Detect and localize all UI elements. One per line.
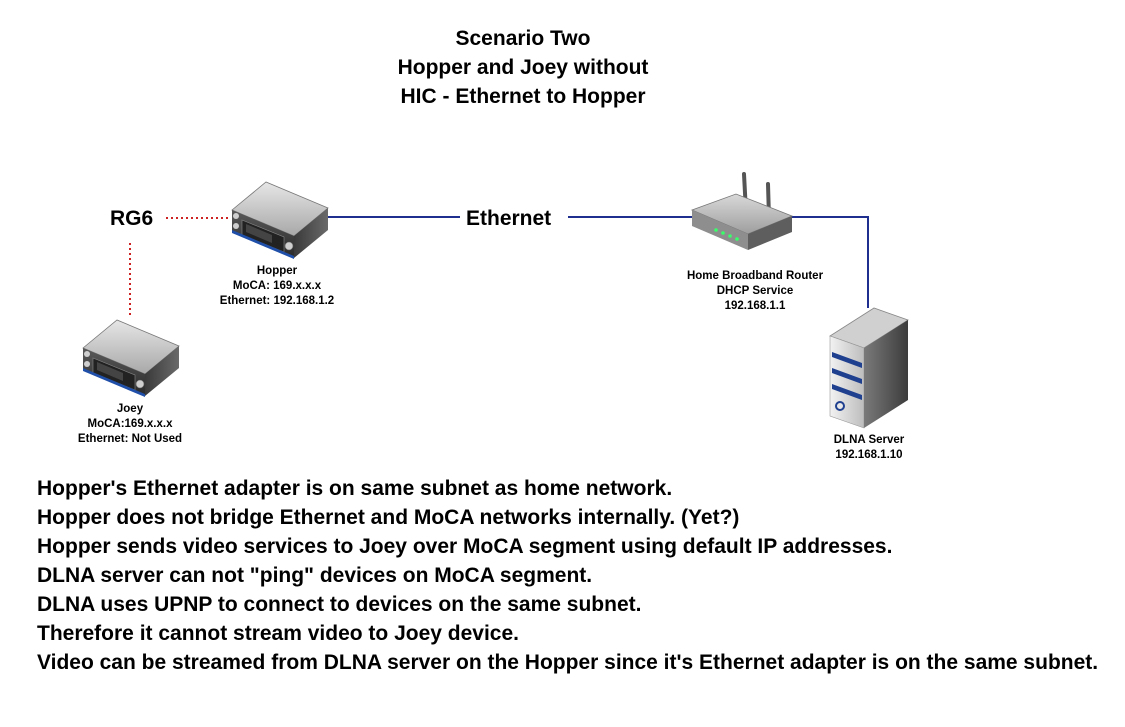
title-line-3: HIC - Ethernet to Hopper bbox=[400, 85, 646, 108]
note-line: DLNA server can not "ping" devices on Mo… bbox=[37, 564, 593, 587]
network-diagram bbox=[82, 172, 909, 429]
hopper-ethernet: Ethernet: 192.168.1.2 bbox=[219, 295, 335, 307]
joey-icon bbox=[82, 319, 180, 397]
router-server-cable bbox=[792, 216, 869, 308]
note-line: DLNA uses UPNP to connect to devices on … bbox=[37, 593, 642, 616]
router-service: DHCP Service bbox=[716, 285, 794, 297]
joey-ethernet: Ethernet: Not Used bbox=[77, 433, 183, 445]
note-line: Hopper does not bridge Ethernet and MoCA… bbox=[37, 506, 740, 529]
note-line: Hopper sends video services to Joey over… bbox=[37, 535, 893, 558]
title-line-2: Hopper and Joey without bbox=[397, 56, 649, 79]
server-ip: 192.168.1.10 bbox=[835, 449, 903, 461]
explanation-notes: Hopper's Ethernet adapter is on same sub… bbox=[37, 474, 1112, 677]
server-icon bbox=[829, 307, 909, 429]
hopper-name: Hopper bbox=[256, 265, 298, 277]
router-icon bbox=[690, 172, 794, 250]
connection-lines bbox=[129, 216, 869, 318]
note-line: Video can be streamed from DLNA server o… bbox=[37, 651, 1099, 674]
note-line: Hopper's Ethernet adapter is on same sub… bbox=[37, 477, 673, 500]
hopper-icon bbox=[231, 181, 329, 259]
router-name: Home Broadband Router bbox=[686, 270, 824, 282]
router-ip: 192.168.1.1 bbox=[724, 300, 786, 312]
ethernet-label: Ethernet bbox=[466, 207, 552, 230]
joey-label: Joey MoCA:169.x.x.x Ethernet: Not Used bbox=[50, 402, 210, 447]
joey-moca: MoCA:169.x.x.x bbox=[87, 418, 173, 430]
hopper-label: Hopper MoCA: 169.x.x.x Ethernet: 192.168… bbox=[197, 264, 357, 309]
title-line-1: Scenario Two bbox=[455, 27, 591, 50]
diagram-title: Scenario Two Hopper and Joey without HIC… bbox=[0, 24, 1046, 111]
router-label: Home Broadband Router DHCP Service 192.1… bbox=[655, 269, 855, 314]
hopper-moca: MoCA: 169.x.x.x bbox=[232, 280, 322, 292]
server-name: DLNA Server bbox=[833, 434, 905, 446]
rg6-label: RG6 bbox=[110, 207, 154, 230]
joey-name: Joey bbox=[116, 403, 144, 415]
note-line: Therefore it cannot stream video to Joey… bbox=[37, 622, 519, 645]
server-label: DLNA Server 192.168.1.10 bbox=[799, 433, 939, 463]
